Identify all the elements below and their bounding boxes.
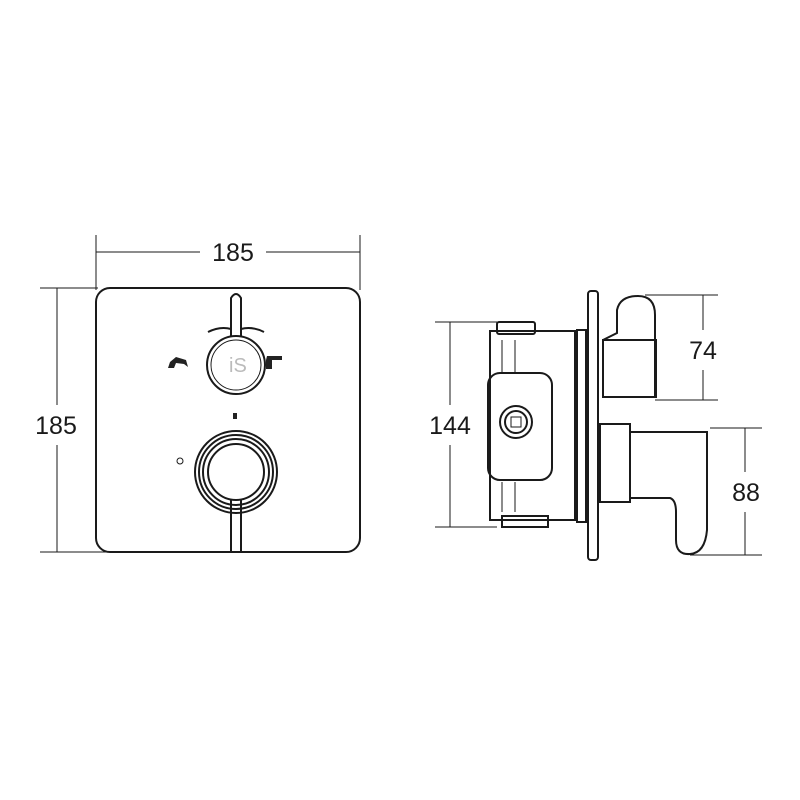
valve-port: [499, 405, 533, 439]
lower-handle-dimension: 88: [690, 427, 762, 556]
body-height-dimension: 144: [429, 321, 497, 528]
front-plate: [95, 287, 361, 553]
upper-handle-label: 74: [689, 337, 717, 365]
front-view: iS 185 185: [35, 235, 361, 553]
seal-ring: [576, 329, 587, 523]
lower-handle-label: 88: [732, 479, 760, 507]
side-view: 144 74 88: [429, 290, 762, 561]
height-dimension: 185: [35, 287, 110, 553]
bath-spout-icon: [168, 357, 188, 368]
width-label: 185: [212, 239, 254, 267]
temp-stop: [233, 413, 237, 419]
brand-logo: iS: [229, 355, 247, 377]
valve-body: [489, 330, 576, 521]
lower-handle-base: [599, 423, 631, 503]
diverter-lever: [230, 293, 242, 336]
upper-handle: [602, 294, 656, 397]
diverter-arc: [207, 327, 265, 333]
thermostat-knob: [194, 430, 278, 514]
upper-handle-dimension: 74: [645, 294, 718, 401]
back-plate: [587, 290, 599, 561]
shower-head-icon: [266, 356, 282, 369]
temp-marker: [176, 457, 184, 465]
lower-handle: [630, 431, 708, 556]
thermostat-lever: [230, 500, 242, 552]
body-height-label: 144: [429, 412, 471, 440]
upper-handle-base: [602, 339, 657, 398]
valve-housing: [487, 372, 553, 481]
height-label: 185: [35, 412, 77, 440]
diverter-knob: [206, 335, 266, 395]
width-dimension: 185: [95, 235, 361, 290]
